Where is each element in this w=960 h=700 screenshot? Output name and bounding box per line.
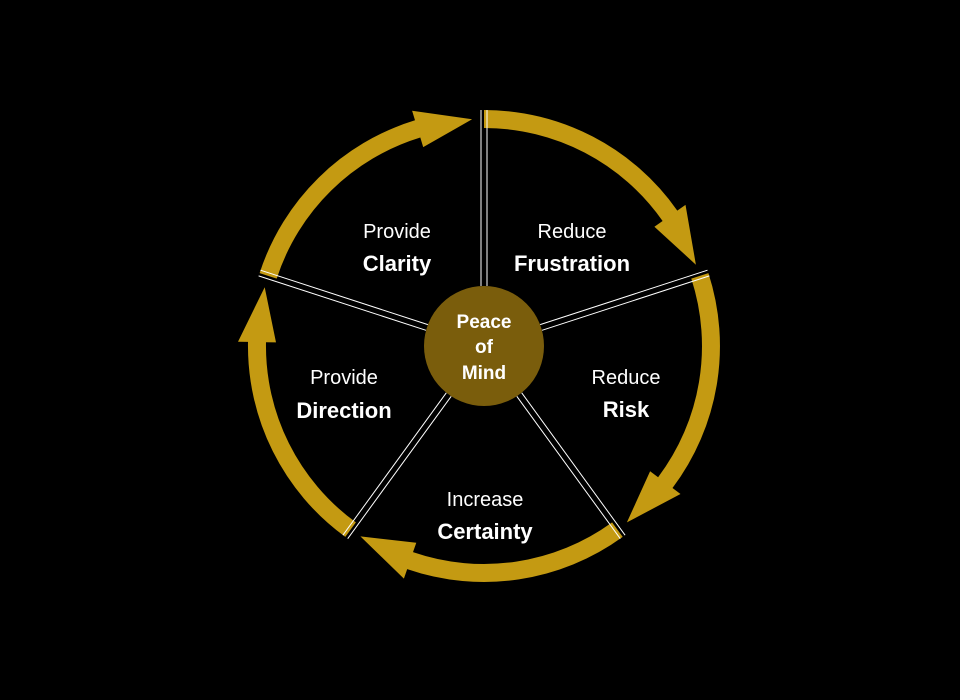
divider-line-4-1 (260, 269, 429, 326)
divider-line-1-1 (541, 275, 710, 331)
segment-direction-verb: Provide (310, 367, 378, 389)
divider-line-3-1 (342, 392, 447, 536)
divider-line-1-0 (539, 269, 708, 326)
arrow-ring (238, 110, 720, 582)
center-hub (424, 286, 544, 406)
center-label-line-3: Mind (462, 363, 506, 384)
segment-direction-noun: Direction (296, 398, 391, 423)
arrow-segment-clarity (259, 110, 473, 279)
arrow-segment-risk (626, 273, 720, 523)
segment-risk-verb: Reduce (592, 367, 661, 389)
divider-line-4-0 (258, 275, 427, 331)
segment-frustration-noun: Frustration (514, 251, 630, 276)
segment-certainty-noun: Certainty (437, 519, 533, 544)
divider-line-2-0 (521, 392, 626, 536)
divider-lines (258, 110, 710, 539)
divider-line-3-0 (347, 396, 452, 539)
segment-frustration-verb: Reduce (538, 221, 607, 243)
center-label-line-1: Peace (457, 312, 512, 333)
arrow-segment-direction (238, 287, 356, 537)
segment-risk-noun: Risk (603, 397, 650, 422)
center-label-line-2: of (475, 337, 494, 358)
arrow-segment-frustration (484, 110, 696, 265)
segment-clarity-verb: Provide (363, 221, 431, 243)
segment-certainty-verb: Increase (447, 489, 524, 511)
divider-line-2-1 (516, 396, 621, 539)
arrow-segment-certainty (360, 522, 623, 582)
segment-clarity-noun: Clarity (363, 251, 432, 276)
